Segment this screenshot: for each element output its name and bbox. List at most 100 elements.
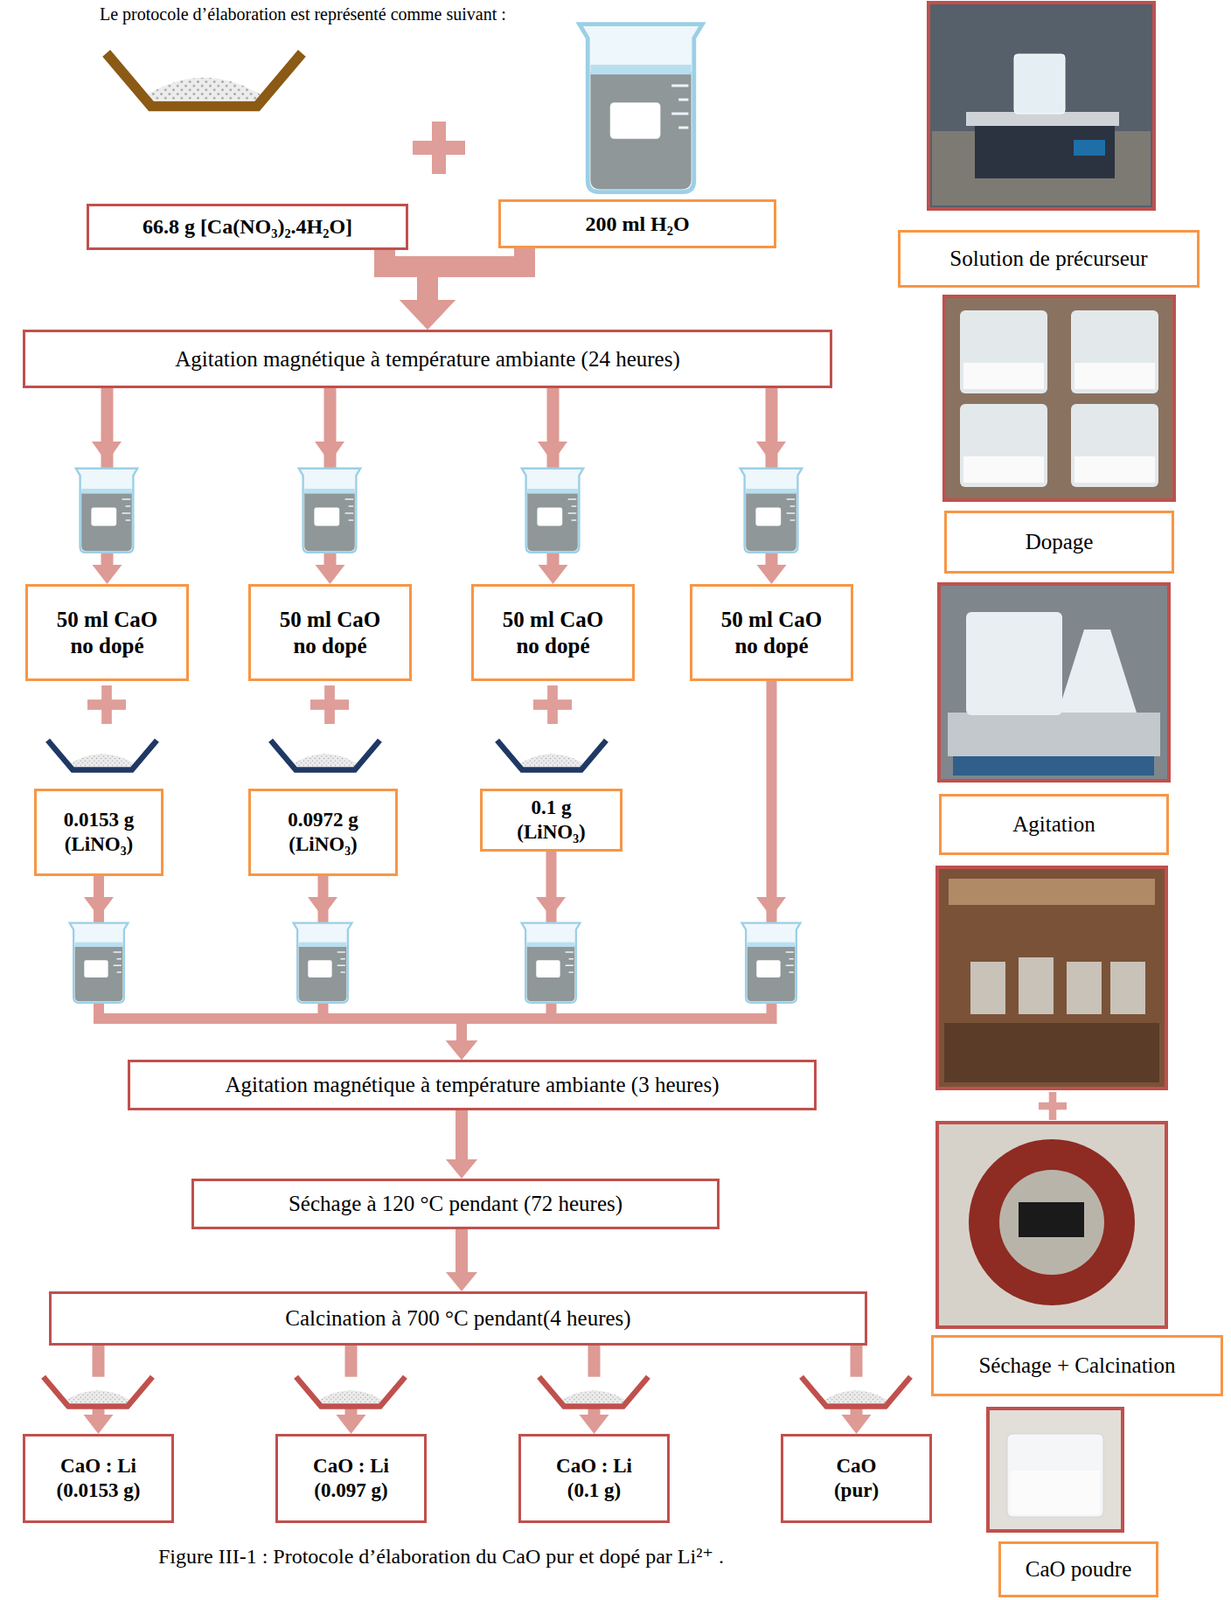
product-tray [539, 1377, 649, 1407]
powder-photo [1010, 1470, 1100, 1515]
photo-stirring [938, 584, 1169, 781]
node-text: 0.1 g (LiNO₃) [503, 795, 600, 844]
label-box: 50 ml CaO no dopé [248, 584, 412, 682]
solution [1074, 362, 1155, 390]
beaker-photo [1018, 957, 1054, 1015]
arrow-head [756, 441, 786, 463]
product-tray [296, 1377, 406, 1407]
arrow-head [399, 299, 456, 330]
label-box: Séchage + Calcination [931, 1335, 1224, 1397]
photo-frame [937, 867, 1167, 1089]
arrow-shaft [455, 1229, 468, 1273]
oven-shelf [948, 878, 1155, 905]
process-box: CaO (pur) [780, 1433, 932, 1524]
arrow-head [399, 299, 456, 330]
arrow-head [841, 1414, 872, 1434]
arrow-head [83, 1414, 114, 1434]
foil [947, 712, 1161, 757]
photo-oven [937, 867, 1167, 1089]
arrow-head [445, 1272, 478, 1292]
beaker [521, 468, 584, 553]
photo-frame [938, 584, 1169, 781]
arrow-shaft [461, 681, 772, 1042]
node-text: CaO : Li (0.0153 g) [43, 1453, 154, 1503]
stirrer [952, 756, 1155, 776]
oven-floor [944, 1022, 1160, 1083]
beaker [521, 923, 581, 1003]
flow-arrow [445, 1110, 478, 1179]
beaker-photo [970, 961, 1006, 1015]
process-box: Calcination à 700 °C pendant(4 heures) [48, 1291, 868, 1346]
plus-sign [87, 685, 126, 724]
beaker [69, 923, 129, 1003]
beaker-photo [959, 403, 1048, 487]
flow-arrow [399, 248, 525, 330]
beaker-photo [1014, 54, 1065, 114]
node-text: CaO (pur) [823, 1453, 890, 1503]
solution [963, 456, 1044, 483]
node-text: CaO poudre [1025, 1556, 1133, 1583]
arrow-head [445, 1040, 478, 1060]
node-text: Agitation magnétique à température ambia… [224, 1071, 719, 1099]
furnace-body [968, 1139, 1135, 1306]
label-box: 0.0153 g (LiNO₃) [34, 788, 164, 877]
photo-precursor [928, 2, 1155, 209]
solution [963, 362, 1044, 390]
dopant-tray [48, 740, 158, 771]
process-box: 66.8 g [Ca(NO₃)₂.4H₂O] [86, 203, 409, 251]
node-text: 0.0153 g (LiNO₃) [50, 807, 147, 856]
beaker-photo [1071, 310, 1159, 394]
arrow-head [445, 1040, 478, 1060]
arrow-head [315, 564, 346, 585]
photo-powder [987, 1408, 1123, 1531]
node-text: Agitation [1012, 811, 1095, 838]
node-text: Dopage [1025, 528, 1094, 556]
photo-frame [928, 2, 1155, 209]
beaker [299, 468, 361, 553]
process-box: Agitation magnétique à température ambia… [22, 329, 833, 389]
arrow-head [83, 897, 114, 918]
label-box: CaO poudre [998, 1541, 1159, 1598]
plus-sign [533, 685, 572, 724]
arrow-head [445, 1040, 478, 1060]
plus-sign [1038, 1091, 1067, 1120]
node-text: 200 ml H₂O [584, 211, 689, 237]
arrow-head [336, 1414, 367, 1434]
arrow-head [579, 1414, 610, 1434]
node-text: Séchage + Calcination [978, 1352, 1176, 1379]
water-beaker [579, 24, 703, 193]
label-box: 200 ml H₂O [498, 199, 777, 249]
plus-sign [412, 121, 466, 174]
photo-doping [944, 296, 1175, 501]
display [1073, 139, 1106, 156]
process-box: Agitation magnétique à température ambia… [127, 1059, 817, 1111]
photo-frame [987, 1408, 1123, 1531]
precursor-tray [106, 53, 303, 107]
node-text: CaO : Li (0.1 g) [539, 1453, 649, 1503]
node-text: Solution de précurseur [949, 245, 1148, 272]
beaker-photo [1007, 1433, 1104, 1517]
beaker [293, 923, 353, 1003]
node-text: 50 ml CaO no dopé [275, 606, 385, 660]
dopant-tray [497, 740, 607, 771]
label-box: 50 ml CaO no dopé [25, 584, 189, 682]
arrow-head [307, 897, 338, 918]
photo-frame [944, 296, 1175, 501]
node-text: 50 ml CaO no dopé [716, 606, 827, 660]
hotplate [974, 125, 1115, 179]
arrow-head [757, 564, 787, 585]
arrow-shaft [427, 248, 525, 301]
beaker [742, 923, 801, 1003]
node-text: Calcination à 700 °C pendant(4 heures) [285, 1305, 631, 1332]
process-box: Séchage à 120 °C pendant (72 heures) [191, 1178, 720, 1230]
beaker-photo [1071, 403, 1159, 487]
beaker-photo [966, 612, 1063, 716]
node-text: Séchage à 120 °C pendant (72 heures) [288, 1190, 623, 1218]
figure-caption: Figure III-1 : Protocole d’élaboration d… [158, 1543, 724, 1570]
flow-arrow [445, 681, 772, 1060]
product-tray [801, 1377, 912, 1407]
process-box: CaO : Li (0.0153 g) [22, 1433, 174, 1524]
arrow-head [314, 441, 345, 463]
plus-sign [310, 685, 349, 724]
beaker [740, 468, 802, 553]
